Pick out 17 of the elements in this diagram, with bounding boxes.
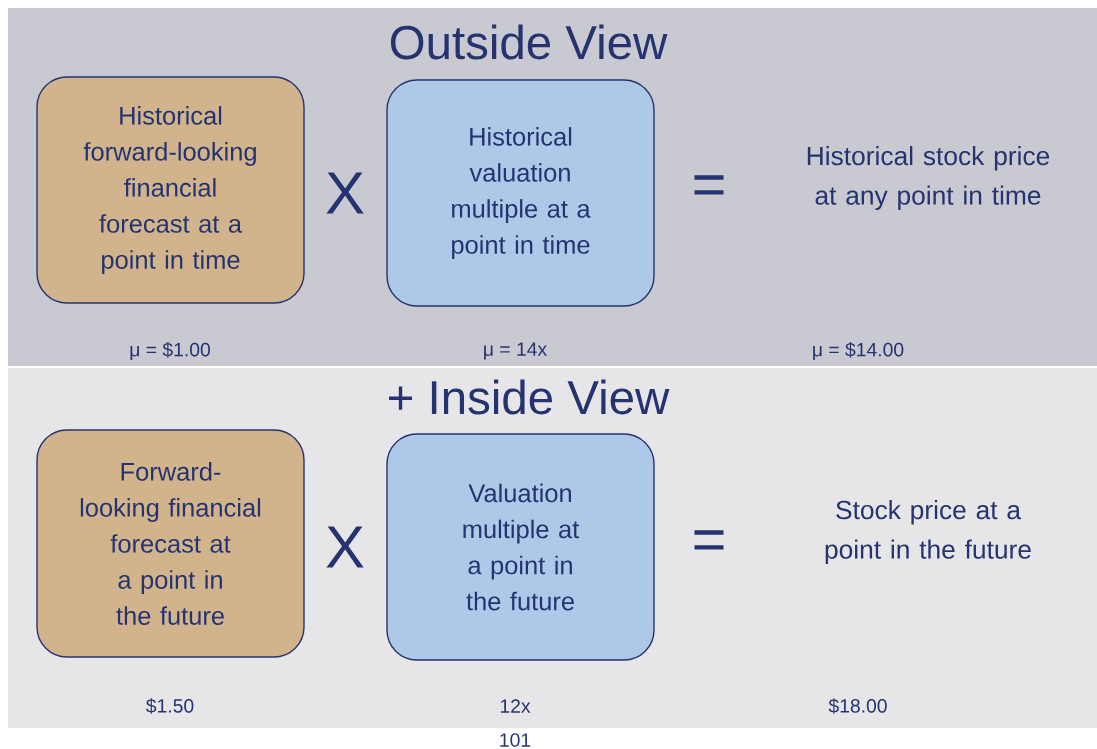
process-box: Historical forward-looking financial forecast at a point in time bbox=[36, 76, 305, 304]
value-text: $18.00 bbox=[828, 698, 887, 714]
value-text: 12x bbox=[500, 699, 531, 713]
heading: + Inside View bbox=[389, 379, 670, 415]
process-box: Valuation multiple at a point in the future bbox=[386, 433, 655, 661]
value-text: μ = $14.00 bbox=[813, 342, 904, 360]
page-number: 101 bbox=[500, 733, 531, 747]
process-box: Historical valuation multiple at a point in time bbox=[386, 79, 655, 307]
process-box: Forward-looking financial forecast at a point in the future bbox=[36, 429, 305, 658]
value-text: μ = 14x bbox=[484, 342, 547, 360]
result-text: Stock price at a point in the future bbox=[825, 499, 1031, 565]
value-text: μ = $1.00 bbox=[130, 342, 210, 360]
result-text: Historical stock price at any point in time bbox=[807, 145, 1050, 211]
operator-symbol: X bbox=[326, 526, 364, 568]
operator-symbol: X bbox=[326, 172, 364, 214]
heading: Outside View bbox=[390, 24, 668, 60]
value-text: $1.50 bbox=[146, 698, 194, 714]
